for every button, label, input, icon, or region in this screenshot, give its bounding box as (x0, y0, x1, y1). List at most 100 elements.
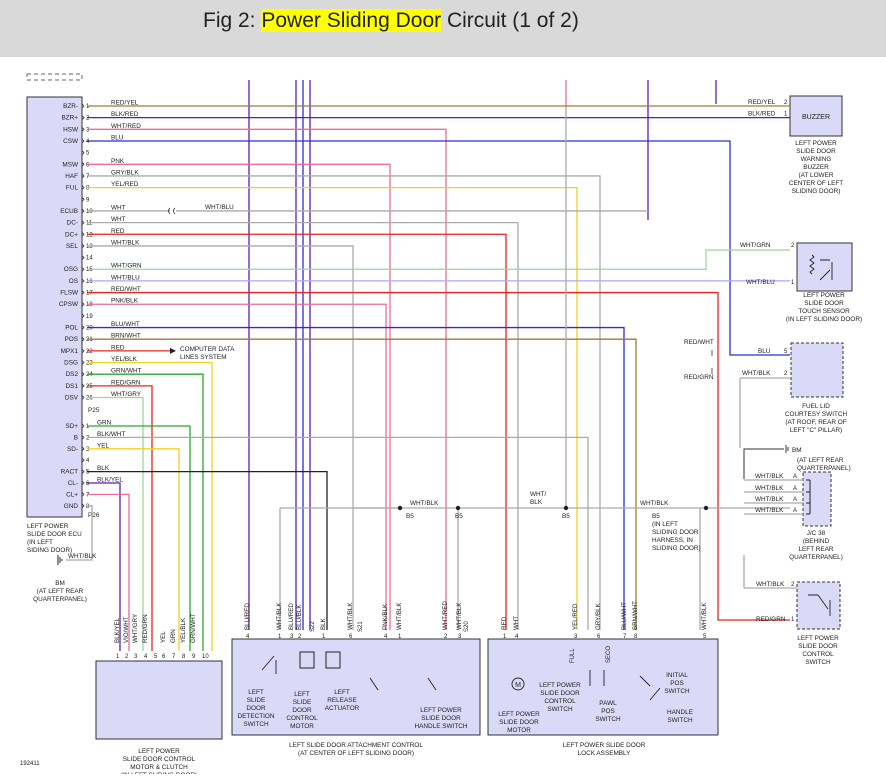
pin-number: 9 (192, 654, 196, 660)
ecu-pin-number: 24 (86, 372, 93, 378)
initial-switch-label: SWITCH (664, 688, 690, 695)
harness-label: HARNESS, IN (652, 537, 693, 544)
attachment-control-box (231, 638, 481, 736)
pin-arrow (81, 313, 85, 319)
wire-label: RED/YEL (748, 99, 776, 106)
pin-arrow (81, 266, 85, 272)
harness-label: SLIDING DOOR (652, 529, 699, 536)
wire-label: BLU (111, 134, 124, 141)
wire-label: WHT/BLK (755, 485, 784, 492)
ecu-pin-name: ECUB (60, 208, 78, 215)
ecu-pin-number: 20 (86, 326, 93, 332)
ecu-pin-name: OSG (64, 266, 78, 273)
ecu-pin-number: 18 (86, 302, 93, 308)
buzzer-label: SLIDE DOOR (796, 148, 836, 155)
lock-control-switch-label: SWITCH (547, 706, 573, 713)
ecu-pin-number: 8 (86, 504, 90, 510)
ecu-pin-number: 6 (86, 481, 90, 487)
pin-arrow (81, 503, 85, 509)
lock-motor-label: SLIDE DOOR (499, 719, 539, 726)
attachment-control-label: (AT CENTER OF LEFT SLIDING DOOR) (298, 750, 414, 757)
ground-label: BM (792, 447, 802, 454)
motor-clutch-box (95, 660, 223, 740)
buzzer-label: BUZZER (803, 164, 829, 171)
switch-symbols (589, 670, 661, 701)
junction-label: LEFT REAR (798, 546, 833, 553)
pin-number: 2 (298, 634, 302, 640)
wire-yel-red (87, 186, 578, 630)
ecu-pin-number: 5 (86, 151, 90, 157)
wire-label: BLK/RED (748, 111, 776, 118)
wire-wht-blk-sel (87, 245, 354, 630)
wire-label: BLK (320, 617, 327, 630)
ecu-pin-name: POL (65, 325, 78, 332)
buzzer-label: LEFT POWER (795, 140, 837, 147)
wire-label: WHT/BLK (347, 602, 354, 630)
pin-number: 1 (503, 634, 507, 640)
ecu-pin-number: 1 (86, 104, 90, 110)
wire-red-dc (87, 233, 507, 630)
ecu-pin-name: POS (65, 336, 79, 343)
pin-arrow (81, 480, 85, 486)
wire-cl-plus (87, 493, 130, 651)
wire-wht-gry (87, 396, 144, 651)
wire-label: WHT/RED (442, 601, 449, 630)
ecu-pin-name: SEL (66, 243, 79, 250)
ecu-pin-name: OS (69, 278, 78, 285)
lock-control-switch-label: LEFT POWER (539, 682, 581, 689)
ecu-pin-name: HAF (65, 173, 78, 180)
ecu-pin-name: DSG (64, 360, 78, 367)
pin-arrow (81, 325, 85, 330)
buzzer-box (789, 95, 843, 137)
wire-label: WHT/RED (111, 123, 141, 130)
ground-label: BM (55, 580, 65, 587)
touch-sensor-label: (IN LEFT SLIDING DOOR) (786, 316, 862, 323)
ecu-pin-number: 6 (86, 162, 90, 168)
wire-label: WHT/BLK (276, 602, 283, 630)
lock-control-switch-label: CONTROL (544, 698, 576, 705)
ecu-pin-name: GND (64, 503, 79, 510)
pin-number: 3 (290, 634, 294, 640)
ecu-top-connector (26, 73, 83, 81)
motor-symbol (511, 677, 525, 691)
sensor-symbol (809, 254, 833, 281)
pin-number: 4 (246, 634, 250, 640)
pin-arrow (81, 492, 85, 497)
pin-number: 6 (349, 634, 353, 640)
wire-wht-red (87, 128, 447, 630)
wire-label: BLU (758, 348, 771, 355)
pin-arrow (81, 162, 85, 167)
pin-arrow (81, 395, 85, 400)
title-prefix: Fig 2: (203, 9, 262, 32)
ecu-pin-name: RACT (61, 469, 78, 476)
control-switch-label: CONTROL (802, 651, 834, 658)
wire-label: BLU/WHT (111, 321, 140, 328)
pin-letter: A (793, 508, 797, 514)
wire-label: GRN/WHT (111, 368, 142, 375)
pin-number: 2 (125, 654, 129, 660)
wire-yel (87, 448, 180, 651)
wire-label: WHT/BLK (756, 581, 785, 588)
ecu-pin-name: HSW (63, 126, 79, 133)
wire-label: WHT (111, 204, 126, 211)
connector-label-p26: P26 (88, 512, 100, 519)
ecu-pin-number: 3 (86, 447, 90, 453)
lock-control-switch-label: SLIDE DOOR (540, 690, 580, 697)
wire-label: BLU/BLK (296, 604, 303, 630)
control-switch-label: LEFT POWER (797, 635, 839, 642)
splice-dot (703, 505, 709, 511)
handle-switch-label: LEFT POWER (420, 707, 462, 714)
pin-number: 8 (182, 654, 186, 660)
harness-label: B5 (652, 513, 660, 520)
ecu-label: LEFT POWER (27, 523, 69, 530)
ecu-pin-number: 14 (86, 256, 93, 262)
pin-arrow (81, 138, 85, 144)
wire-label: WHT/BLK (755, 507, 784, 514)
touch-sensor-label: LEFT POWER (803, 292, 845, 299)
connector-break (168, 207, 176, 215)
pin-number: 1 (791, 280, 795, 286)
pin-arrow (81, 457, 85, 463)
wire-label: WHT/BLK (396, 602, 403, 630)
wire-label: WHT/BLK (742, 370, 771, 377)
wire-label: RED/GRN (684, 374, 714, 381)
